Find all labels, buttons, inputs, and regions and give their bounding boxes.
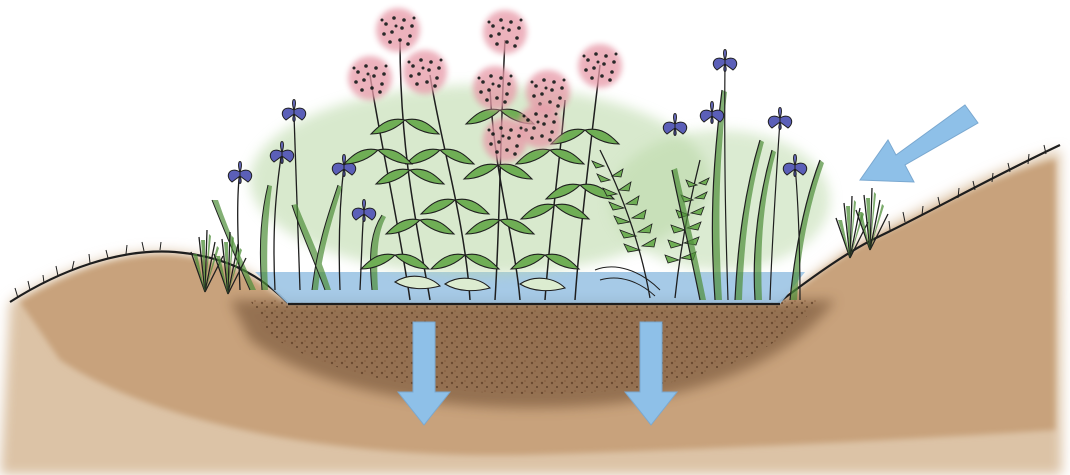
arrow-runoff-icon — [860, 105, 978, 182]
